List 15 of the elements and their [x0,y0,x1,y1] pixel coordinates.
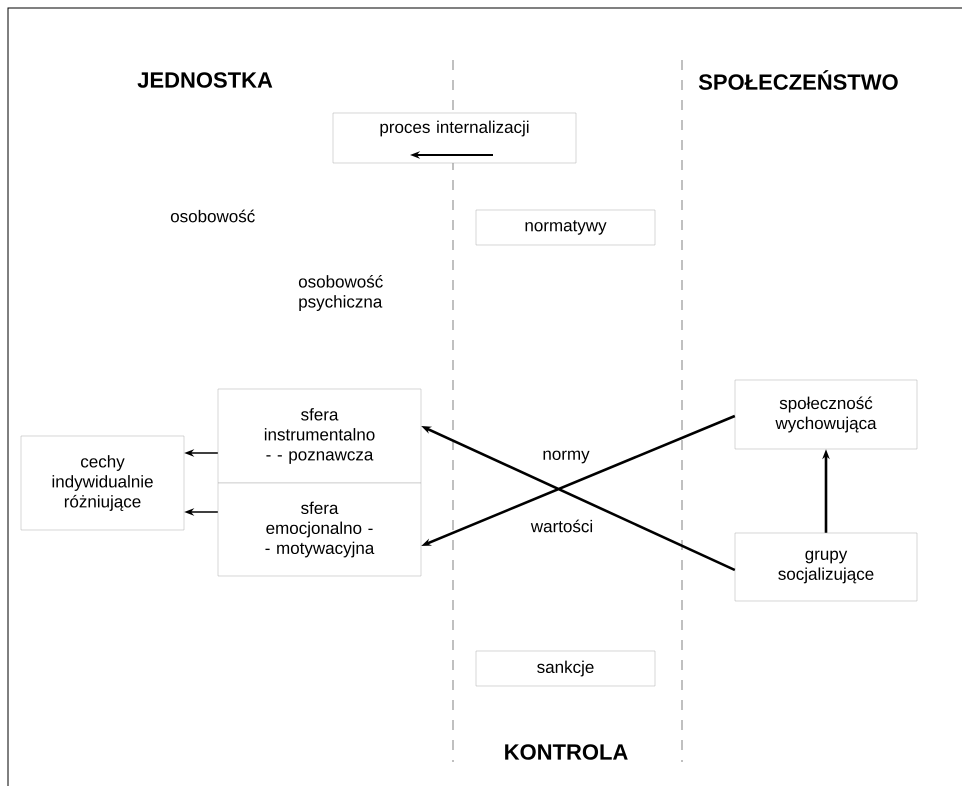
text-box: proces internalizacji [332,112,576,164]
heading: KONTROLA [505,744,628,760]
heading: JEDNOSTKA [138,72,272,88]
text-box: społeczność wychowująca [734,380,918,450]
text-label: osobowość psychiczna [298,274,383,312]
edge-label: normy [541,450,591,464]
edge-label: wartości [530,518,594,534]
text-box: grupy socjalizujące [734,532,918,602]
text-box: sfera emocjonalno - - motywacyjna [218,482,422,576]
text-label: osobowość [170,210,255,222]
text-box: normatywy [476,210,656,246]
text-box: sankcje [476,650,656,686]
heading: SPOŁECZEŃSTWO [698,70,898,90]
text-box: sfera instrumentalno - - poznawcza [218,388,422,484]
text-box: cechy indywidualnie różniujące [20,436,184,530]
